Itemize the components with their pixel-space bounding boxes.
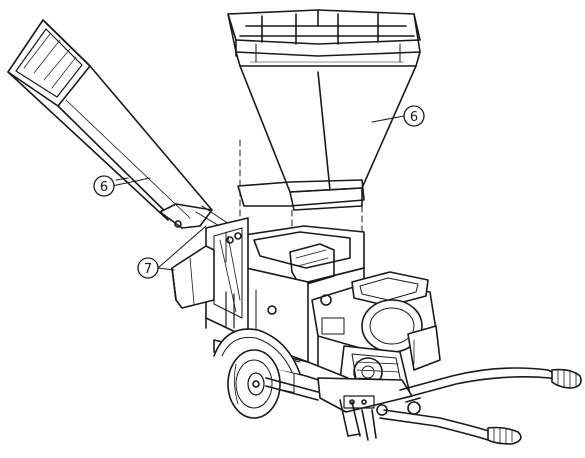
callout-side-chute: 7 [137, 257, 159, 279]
hopper [227, 9, 421, 263]
tow-handles [379, 367, 582, 445]
callout-label-chipper-chute: 7 [144, 262, 152, 277]
callout-label-hopper: 6 [410, 110, 418, 125]
callout-discharge-chute [111, 177, 151, 187]
callout-chute: 6 [93, 175, 115, 197]
chipper-chute [171, 245, 215, 309]
callout-leaders [115, 115, 405, 271]
trailer [213, 328, 413, 441]
callout-label-discharge-chute: 6 [100, 180, 108, 195]
discharge-chute [7, 19, 233, 231]
callout-hopper: 6 [403, 105, 425, 127]
